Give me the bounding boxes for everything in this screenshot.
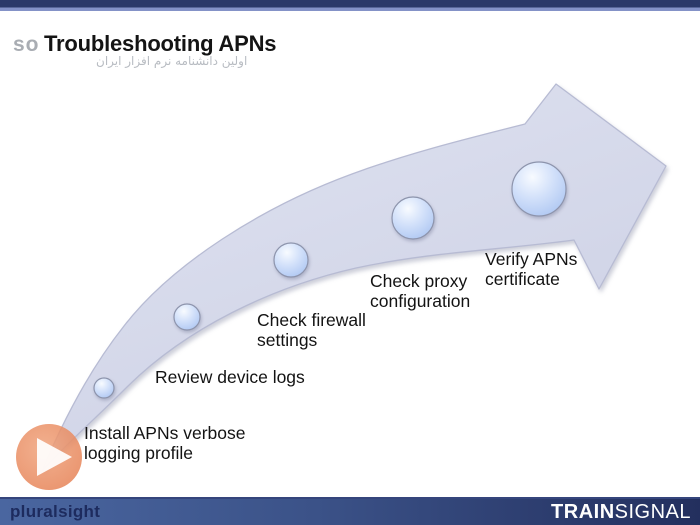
step-label-install-profile: Install APNs verbose logging profile (84, 423, 246, 464)
step-label-check-firewall: Check firewall settings (257, 310, 366, 351)
step-circle-2 (173, 303, 201, 331)
step-circle-4 (391, 196, 435, 240)
trainsignal-logo: TRAINSIGNAL (551, 501, 691, 524)
player-bottom-bar: pluralsight TRAINSIGNAL (0, 497, 700, 525)
trainsignal-logo-bold: TRAIN (551, 501, 615, 523)
watermark-latin: so (13, 33, 40, 56)
step-label-check-proxy: Check proxy configuration (370, 271, 471, 312)
play-icon (37, 438, 72, 476)
step-label-verify-certificate: Verify APNs certificate (485, 249, 578, 290)
curved-arrow-shape (41, 83, 667, 472)
pluralsight-logo: pluralsight (10, 502, 101, 521)
play-button[interactable] (10, 418, 90, 498)
page-title: Troubleshooting APNs (44, 31, 277, 56)
step-circle-5 (511, 161, 567, 217)
trainsignal-logo-light: SIGNAL (614, 501, 691, 523)
step-circle-3 (273, 242, 309, 278)
step-circle-1 (93, 377, 115, 399)
step-label-review-logs: Review device logs (155, 367, 305, 387)
top-accent-bar (0, 0, 700, 11)
watermark-persian: اولین دانشنامه نرم افزار ایران (96, 54, 248, 68)
